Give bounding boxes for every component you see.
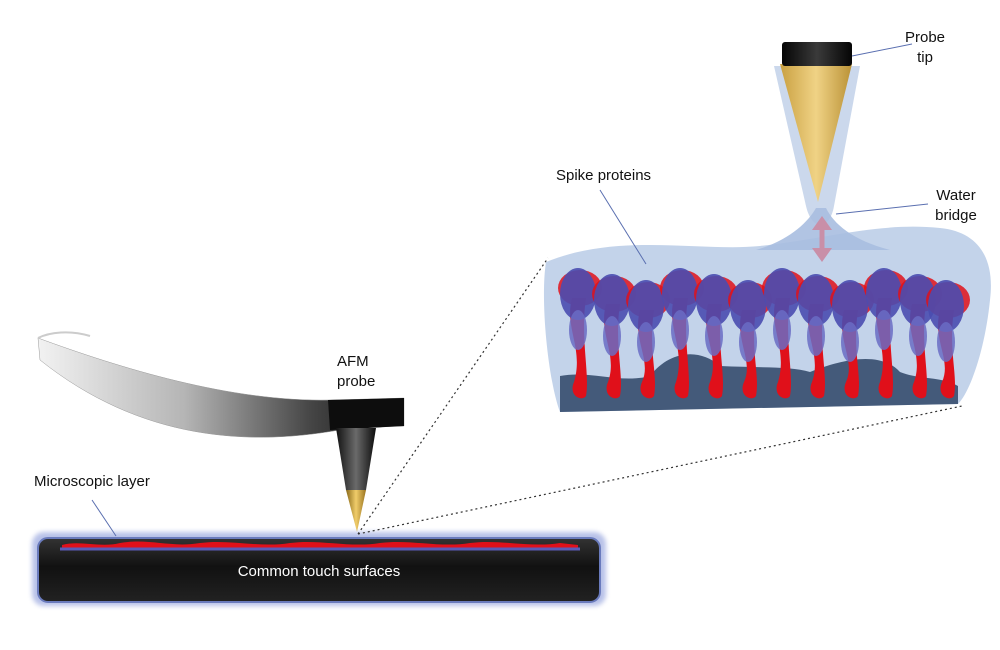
afm-probe-label: AFM probe (337, 352, 375, 392)
zoom-line-lower (357, 405, 963, 535)
spike-protein (796, 274, 840, 399)
spike-protein (728, 280, 772, 399)
water-bridge-arrow (812, 216, 832, 262)
water-bridge-label: Water bridge (926, 186, 986, 226)
afm-probe-label-line2: probe (337, 373, 376, 390)
spike-protein (926, 280, 970, 399)
probe-tip-leader (851, 43, 913, 57)
afm-probe-label-line1: AFM (337, 353, 369, 370)
water-bridge-leader (835, 203, 929, 215)
probe-tip-label: Probe tip (898, 28, 952, 68)
probe-tip-group (756, 42, 890, 262)
surface-label: Common touch surfaces (237, 563, 401, 580)
cantilever-end-block (328, 398, 404, 430)
spike-proteins-label: Spike proteins (556, 167, 652, 184)
cantilever-top-edge (37, 331, 91, 339)
water-bridge-label-line1: Water (936, 187, 976, 204)
spike-protein (864, 268, 908, 399)
spike-protein (830, 280, 874, 399)
afm-tip-gold (346, 490, 366, 532)
inset-substrate (560, 354, 958, 412)
spike-protein (592, 274, 636, 399)
spike-proteins (558, 268, 970, 399)
afm-tip (336, 428, 376, 490)
probe-tip-label-line2: tip (917, 49, 933, 66)
probe-tip-gold (780, 64, 852, 202)
microscopic-layer-label: Microscopic layer (34, 473, 150, 490)
spike-protein (762, 268, 806, 399)
probe-tip-label-line1: Probe (904, 29, 946, 46)
spike-protein (898, 274, 942, 399)
common-touch-surface (37, 537, 601, 603)
spike-protein (660, 268, 704, 399)
microscopic-layer-leader (91, 499, 117, 537)
spike-proteins-leader (599, 189, 647, 265)
probe-tip-holder (782, 42, 852, 66)
spike-protein (558, 268, 602, 399)
water-bridge-label-line2: bridge (935, 207, 977, 224)
spike-protein (626, 280, 670, 399)
microscopic-layer-strip (60, 541, 580, 551)
zoom-line-upper (357, 257, 549, 535)
spike-protein (694, 274, 738, 399)
